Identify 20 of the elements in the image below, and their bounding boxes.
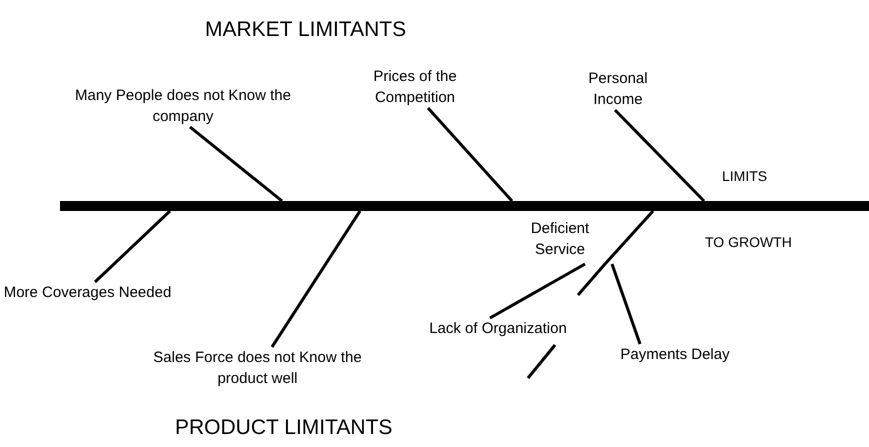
cause-label: Payments Delay — [600, 344, 750, 366]
cause-label: Sales Force does not Know the product well — [150, 347, 365, 395]
category-heading: LIMITS — [722, 167, 768, 186]
bone-line — [614, 108, 706, 202]
cause-label: Deficient Service — [505, 218, 615, 264]
category-heading: TO GROWTH — [705, 233, 792, 252]
bone-line — [94, 210, 172, 284]
bone-line — [610, 264, 642, 344]
cause-label: Lack of Organization — [398, 318, 598, 340]
bone-line — [270, 210, 362, 348]
category-heading: PRODUCT LIMITANTS — [175, 415, 392, 441]
bone-line — [604, 210, 654, 265]
bone-line — [189, 126, 283, 202]
cause-label: Personal Income — [568, 68, 668, 110]
cause-label: Prices of the Competition — [345, 66, 485, 108]
cause-label: More Coverages Needed — [0, 282, 175, 330]
cause-label: Many People does not Know the company — [68, 85, 298, 127]
bone-line — [489, 262, 586, 320]
bone-line — [426, 107, 514, 202]
category-heading: MARKET LIMITANTS — [205, 17, 406, 43]
